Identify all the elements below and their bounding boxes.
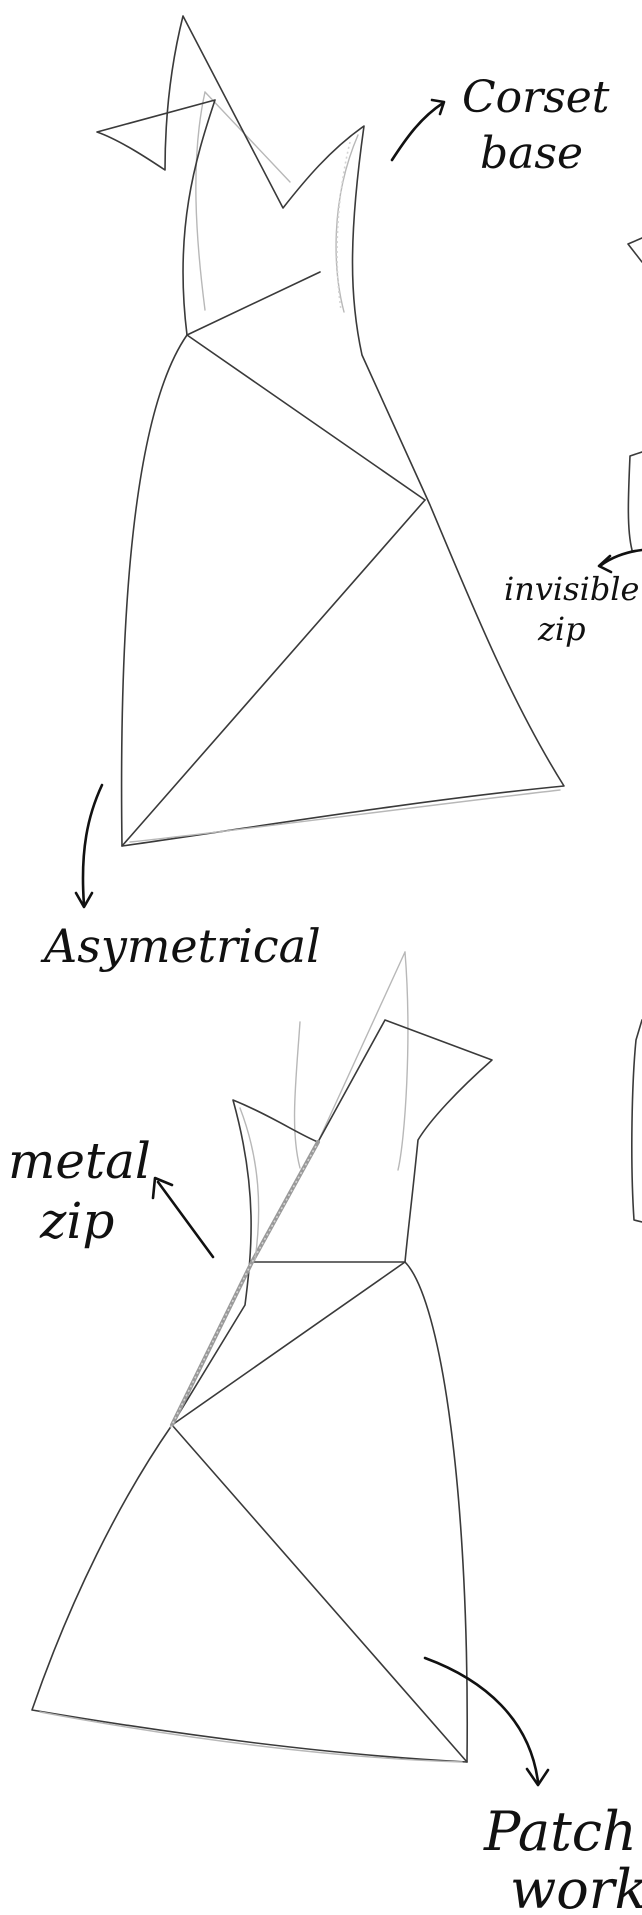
patch-work-arrow [425,1658,538,1782]
partial-garment-right [628,238,642,1222]
svg-text:zip: zip [39,1192,114,1250]
label-invisible-zip: invisible zip [504,570,639,648]
dress-2-asymmetric [32,952,492,1762]
corset-arrow [392,103,443,160]
asymetrical-arrow [83,785,102,905]
label-metal-zip: metal zip [8,1132,151,1250]
svg-text:Corset: Corset [462,72,610,123]
dress-2-seam [172,1262,405,1425]
dress-2-metal-zip [172,1142,318,1425]
svg-text:zip: zip [537,610,586,648]
dress-1-seam [122,500,425,846]
label-corset-base: Corset base [462,72,610,179]
metal-zip-arrow [158,1182,213,1257]
svg-text:invisible: invisible [504,570,639,608]
svg-text:work: work [510,1858,642,1915]
dress-2-seam [172,1425,467,1762]
dress-1-seam [187,272,320,335]
svg-text:Patch: Patch [483,1800,637,1863]
dress-1-seam [187,335,425,500]
svg-text:metal: metal [8,1132,151,1190]
label-patch-work: Patch work [483,1800,642,1915]
svg-text:base: base [480,128,583,179]
label-asymetrical: Asymetrical [40,919,321,973]
